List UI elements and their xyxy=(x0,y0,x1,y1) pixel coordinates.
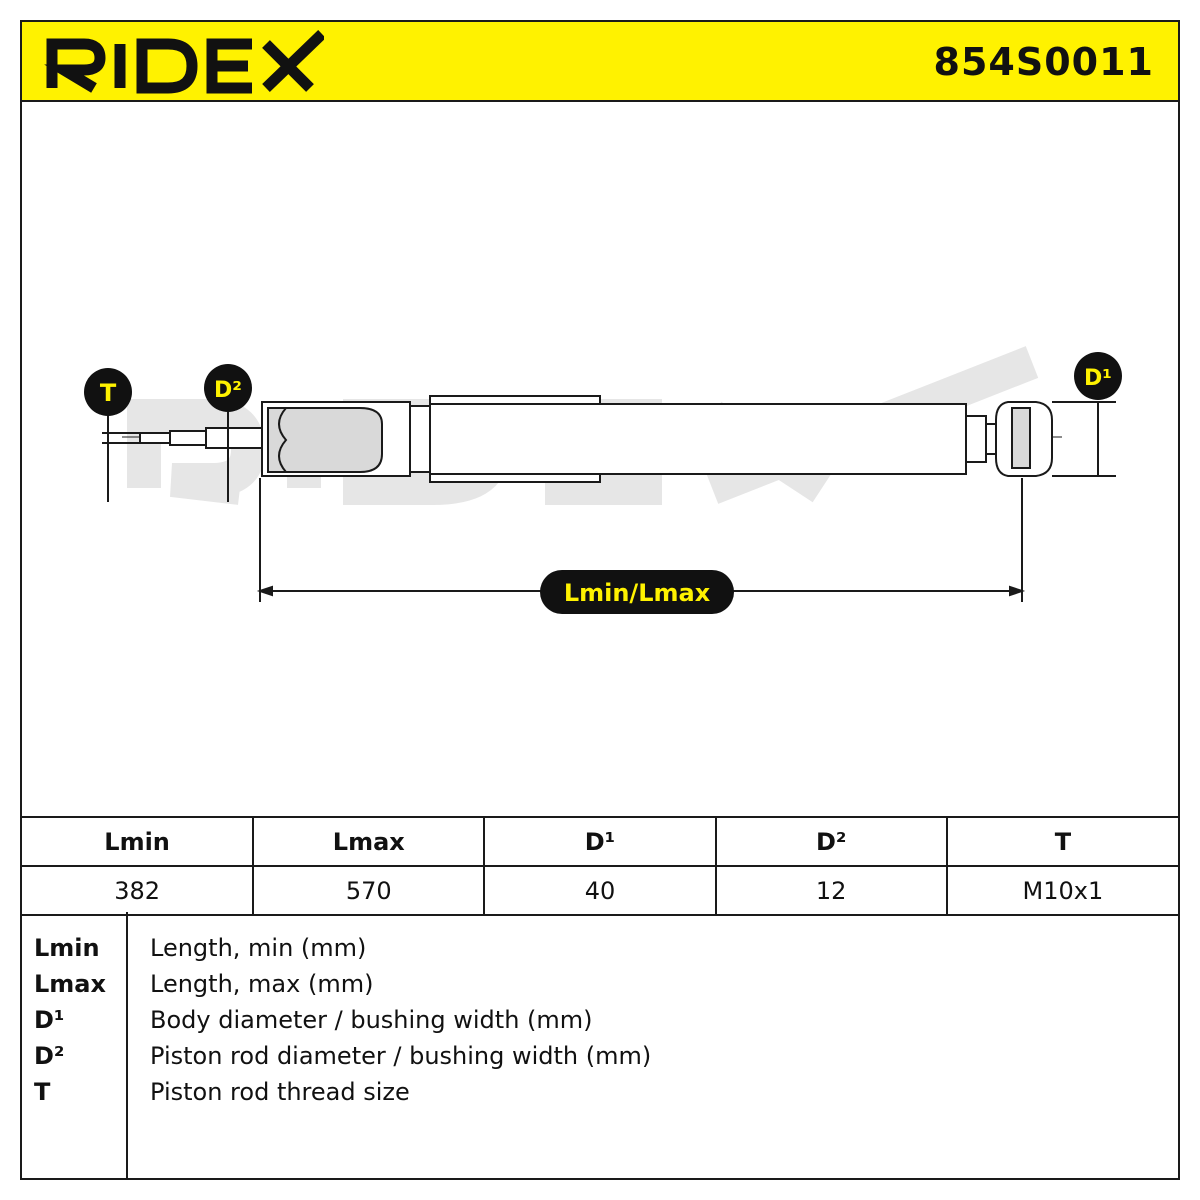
legend-row: T Piston rod thread size xyxy=(22,1074,1178,1110)
spec-value-row: 382 570 40 12 M10x1 xyxy=(22,865,1178,916)
spec-header-d1: D¹ xyxy=(483,816,717,867)
spec-header-d2: D² xyxy=(714,816,948,867)
spec-header-lmin: Lmin xyxy=(22,816,255,867)
svg-text:T: T xyxy=(100,379,117,407)
header-bar: 854S0011 xyxy=(22,22,1178,102)
legend-divider xyxy=(126,912,128,1178)
legend-row: D² Piston rod diameter / bushing width (… xyxy=(22,1038,1178,1074)
dim-d2 xyxy=(218,412,254,502)
legend-key: Lmax xyxy=(34,970,106,998)
legend-desc: Piston rod diameter / bushing width (mm) xyxy=(150,1042,652,1070)
legend-desc: Length, max (mm) xyxy=(150,970,374,998)
badge-t: T xyxy=(84,368,132,416)
legend-row: D¹ Body diameter / bushing width (mm) xyxy=(22,1002,1178,1038)
svg-text:D²: D² xyxy=(214,378,242,403)
badge-d2: D² xyxy=(204,364,252,412)
spec-table: Lmin Lmax D¹ D² T 382 570 40 12 M10x1 xyxy=(22,816,1178,916)
spec-value-d2: 12 xyxy=(714,865,948,916)
lower-bushing xyxy=(985,401,1053,477)
shock-absorber-drawing: T D² D¹ xyxy=(84,346,1122,614)
body-tube xyxy=(429,395,987,483)
legend-key: T xyxy=(34,1078,51,1106)
legend-desc: Length, min (mm) xyxy=(150,934,367,962)
spec-header-t: T xyxy=(945,816,1178,867)
spec-value-lmax: 570 xyxy=(252,865,486,916)
spec-value-lmin: 382 xyxy=(22,865,255,916)
spec-value-d1: 40 xyxy=(483,865,717,916)
svg-text:Lmin/Lmax: Lmin/Lmax xyxy=(564,579,711,607)
part-number: 854S0011 xyxy=(933,40,1154,84)
datasheet-frame: 854S0011 xyxy=(20,20,1180,1180)
legend-row: Lmax Length, max (mm) xyxy=(22,966,1178,1002)
legend-key: D¹ xyxy=(34,1006,65,1034)
badge-d1: D¹ xyxy=(1074,352,1122,400)
legend-key: D² xyxy=(34,1042,65,1070)
legend: Lmin Length, min (mm) Lmax Length, max (… xyxy=(22,912,1178,1178)
badge-length: Lmin/Lmax xyxy=(540,570,734,614)
ridex-logo xyxy=(44,30,324,94)
spec-value-t: M10x1 xyxy=(945,865,1178,916)
legend-key: Lmin xyxy=(34,934,100,962)
svg-text:D¹: D¹ xyxy=(1084,366,1112,391)
legend-desc: Piston rod thread size xyxy=(150,1078,410,1106)
legend-desc: Body diameter / bushing width (mm) xyxy=(150,1006,593,1034)
dim-d1 xyxy=(1052,401,1116,477)
dim-t xyxy=(102,410,140,502)
spec-header-row: Lmin Lmax D¹ D² T xyxy=(22,816,1178,867)
spec-header-lmax: Lmax xyxy=(252,816,486,867)
legend-row: Lmin Length, min (mm) xyxy=(22,930,1178,966)
dust-boot xyxy=(261,401,431,477)
